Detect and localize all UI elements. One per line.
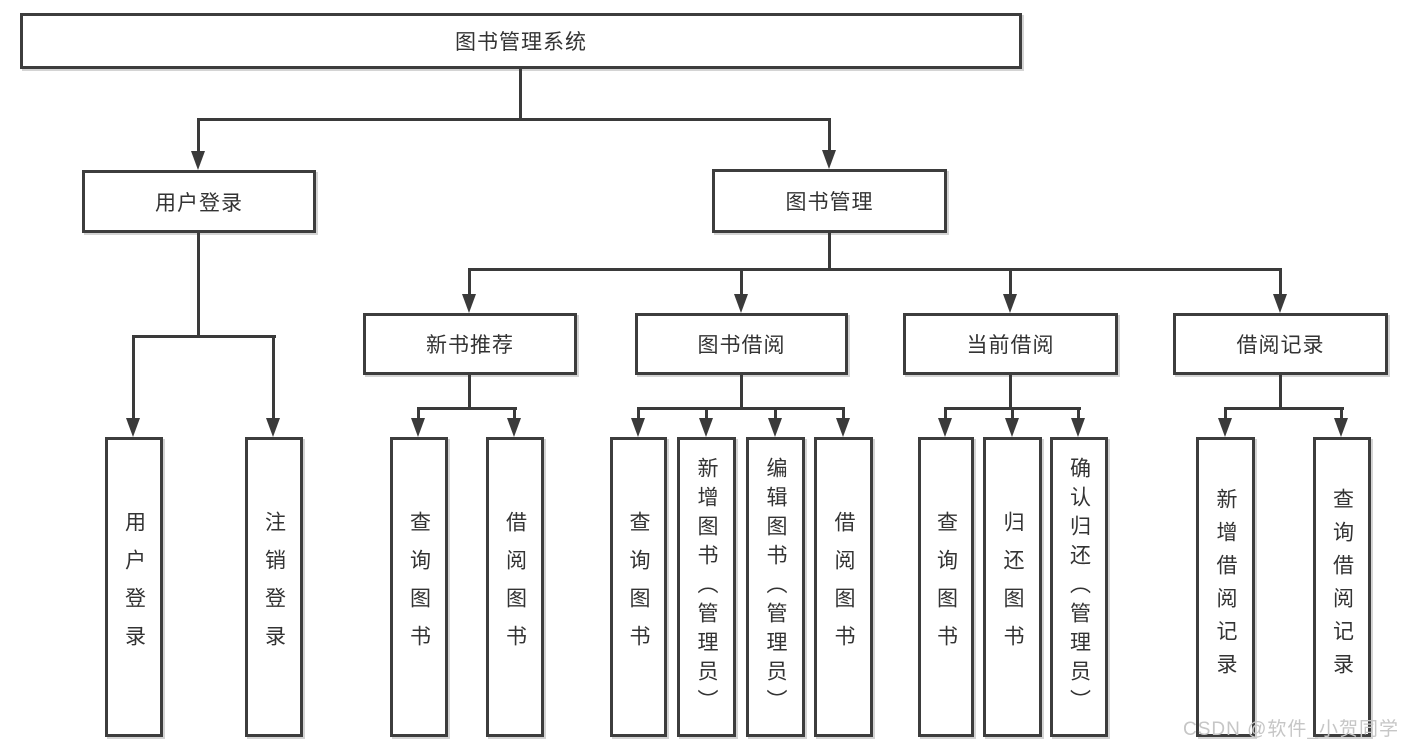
connector-line xyxy=(1279,375,1282,409)
connector-arrow-down-icon xyxy=(699,407,714,437)
connector-arrow-down-icon xyxy=(126,335,141,437)
leaf-borrow-books-label: 借阅图书 xyxy=(832,511,855,663)
node-user-login-label: 用户登录 xyxy=(155,191,243,215)
leaf-query-books-borrowing-label: 查询图书 xyxy=(627,511,650,663)
connector-arrow-down-icon xyxy=(1003,268,1018,313)
connector-arrow-down-icon xyxy=(191,118,206,170)
connector-line xyxy=(417,407,517,410)
connector-arrow-down-icon xyxy=(1334,407,1349,437)
connector-arrow-down-icon xyxy=(266,335,281,437)
connector-arrow-down-icon xyxy=(507,407,522,437)
connector-arrow-down-icon xyxy=(1273,268,1288,313)
node-current-borrowing: 当前借阅 xyxy=(903,313,1118,375)
leaf-edit-books-admin: 编辑图书（管理员） xyxy=(746,437,805,737)
leaf-logout: 注销登录 xyxy=(245,437,303,737)
connector-line xyxy=(468,375,471,409)
connector-line xyxy=(197,233,200,337)
connector-arrow-down-icon xyxy=(1071,407,1086,437)
connector-arrow-down-icon xyxy=(1005,407,1020,437)
leaf-confirm-return-admin: 确认归还（管理员） xyxy=(1050,437,1108,737)
leaf-add-books-admin: 新增图书（管理员） xyxy=(677,437,736,737)
leaf-add-books-admin-label: 新增图书（管理员） xyxy=(695,456,718,718)
connector-arrow-down-icon xyxy=(411,407,426,437)
leaf-query-books-recommend-label: 查询图书 xyxy=(407,511,431,663)
connector-line xyxy=(1009,375,1012,409)
connector-arrow-down-icon xyxy=(836,407,851,437)
root-node-label: 图书管理系统 xyxy=(455,31,587,54)
leaf-user-login: 用户登录 xyxy=(105,437,163,737)
leaf-borrow-books-recommend-label: 借阅图书 xyxy=(503,511,527,663)
node-borrowing-records: 借阅记录 xyxy=(1173,313,1388,375)
connector-line xyxy=(1224,407,1344,410)
connector-arrow-down-icon xyxy=(462,268,477,313)
connector-arrow-down-icon xyxy=(631,407,646,437)
connector-line xyxy=(519,69,522,120)
leaf-add-borrow-record-label: 新增借阅记录 xyxy=(1214,488,1237,686)
leaf-query-books-current: 查询图书 xyxy=(918,437,974,737)
watermark: CSDN @软件_小贺同学 xyxy=(1183,719,1399,740)
node-book-borrowing: 图书借阅 xyxy=(635,313,848,375)
root-node-library-management-system: 图书管理系统 xyxy=(20,13,1022,69)
leaf-query-books-recommend: 查询图书 xyxy=(390,437,448,737)
connector-line xyxy=(132,335,276,338)
leaf-add-borrow-record: 新增借阅记录 xyxy=(1196,437,1255,737)
leaf-user-login-label: 用户登录 xyxy=(122,511,146,663)
node-new-book-recommend: 新书推荐 xyxy=(363,313,577,375)
leaf-edit-books-admin-label: 编辑图书（管理员） xyxy=(764,456,787,718)
connector-arrow-down-icon xyxy=(822,118,837,169)
node-book-borrowing-label: 图书借阅 xyxy=(697,334,786,357)
leaf-query-borrow-record-label: 查询借阅记录 xyxy=(1330,488,1354,686)
connector-line xyxy=(197,118,831,121)
connector-arrow-down-icon xyxy=(768,407,783,437)
node-book-management-label: 图书管理 xyxy=(785,191,874,214)
connector-arrow-down-icon xyxy=(1218,407,1233,437)
leaf-confirm-return-admin-label: 确认归还（管理员） xyxy=(1067,456,1091,718)
connector-line xyxy=(828,233,831,270)
node-new-book-recommend-label: 新书推荐 xyxy=(426,334,514,357)
connector-arrow-down-icon xyxy=(938,407,953,437)
leaf-return-books: 归还图书 xyxy=(983,437,1042,737)
connector-line xyxy=(468,268,1282,271)
leaf-return-books-label: 归还图书 xyxy=(1001,511,1024,663)
leaf-borrow-books-recommend: 借阅图书 xyxy=(486,437,544,737)
node-current-borrowing-label: 当前借阅 xyxy=(966,334,1055,357)
node-borrowing-records-label: 借阅记录 xyxy=(1236,334,1325,357)
leaf-borrow-books: 借阅图书 xyxy=(814,437,873,737)
leaf-query-books-current-label: 查询图书 xyxy=(934,511,958,663)
node-book-management: 图书管理 xyxy=(712,169,947,233)
connector-line xyxy=(637,407,845,410)
leaf-query-books-borrowing: 查询图书 xyxy=(610,437,667,737)
leaf-logout-label: 注销登录 xyxy=(262,511,286,663)
leaf-query-borrow-record: 查询借阅记录 xyxy=(1313,437,1371,737)
connector-line xyxy=(740,375,743,409)
node-user-login: 用户登录 xyxy=(82,170,316,233)
connector-arrow-down-icon xyxy=(734,268,749,313)
